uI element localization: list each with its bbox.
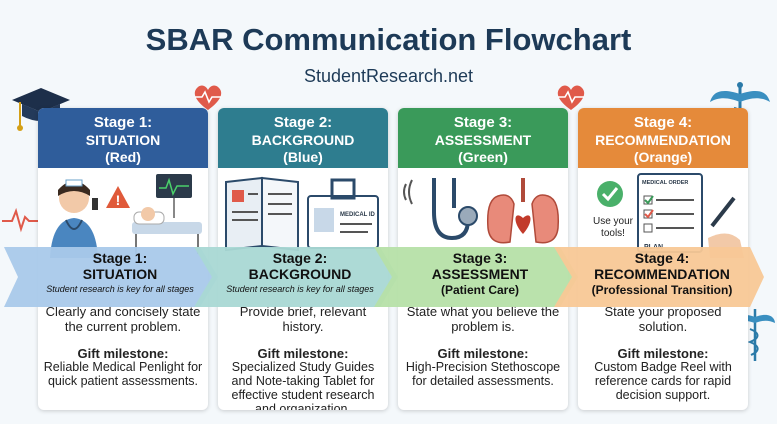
heartbeat-icon <box>194 85 222 110</box>
stage-2-head-line3: (Blue) <box>283 149 323 165</box>
stage-4-gift-label: Gift milestone: <box>617 346 709 361</box>
stage-1-gift-label: Gift milestone: <box>77 346 169 361</box>
medical-order-text: MEDICAL ORDER <box>642 180 689 186</box>
stage-3-head-line2: ASSESSMENT <box>434 132 532 148</box>
stage-3-head-line3: (Green) <box>458 149 508 165</box>
stage-4-description: State your proposed solution. <box>604 304 722 334</box>
ekg-line-icon <box>2 207 42 233</box>
band-2-line2: BACKGROUND <box>248 266 352 282</box>
stage-2-head-line1: Stage 2: <box>273 114 333 131</box>
band-3-line1: Stage 3: <box>452 250 508 266</box>
band-4-text: Stage 4: RECOMMENDATION (Professional Tr… <box>572 250 752 297</box>
page-title: SBAR Communication Flowchart <box>145 22 632 57</box>
page-subtitle: StudentResearch.net <box>303 66 474 86</box>
band-2-line1: Stage 2: <box>272 250 328 266</box>
band-2-text: Stage 2: BACKGROUND Student research is … <box>210 250 390 294</box>
stage-2-head-line2: BACKGROUND <box>251 132 355 148</box>
stage-2-description: Provide brief, relevant history. <box>239 304 367 334</box>
stage-3-head-line1: Stage 3: <box>453 114 513 131</box>
flow-arrow-band <box>4 247 764 307</box>
band-arrow-1 <box>4 247 218 307</box>
study-guide-illustration <box>225 176 379 252</box>
band-3-line2: ASSESSMENT <box>431 266 529 282</box>
use-your-tools-text: Use your tools! <box>592 216 633 239</box>
stage-4-head-line3: (Orange) <box>633 149 693 165</box>
stage-4-head-line1: Stage 4: <box>633 114 693 131</box>
band-arrow-4 <box>554 247 764 307</box>
stage-1-head-line3: (Red) <box>105 149 141 165</box>
band-4-line2: RECOMMENDATION <box>594 266 730 282</box>
band-1-line2: SITUATION <box>82 266 158 282</box>
stage-3-gift-text: High-Precision Stethoscope for detailed … <box>405 360 561 388</box>
stage-3-description: State what you believe the problem is. <box>406 304 560 334</box>
stage-4-header: Stage 4: RECOMMENDATION (Orange) <box>578 108 748 168</box>
band-3-line3: (Patient Care) <box>440 283 520 297</box>
band-arrow-3 <box>374 247 578 307</box>
stage-1-header: Stage 1: SITUATION (Red) <box>38 108 208 168</box>
band-4-line3: (Professional Transition) <box>591 283 733 297</box>
svg-text:!: ! <box>116 192 121 208</box>
band-1-line3: Student research is key for all stages <box>46 284 194 294</box>
stage-2-header: Stage 2: BACKGROUND (Blue) <box>218 108 388 168</box>
stage-1-head-line1: Stage 1: <box>93 114 153 131</box>
medical-id-badge-text: MEDICAL ID <box>340 212 375 218</box>
stage-4-head-line2: RECOMMENDATION <box>595 132 731 148</box>
band-1-text: Stage 1: SITUATION Student research is k… <box>30 250 210 294</box>
band-2-line3: Student research is key for all stages <box>226 284 374 294</box>
heartbeat-icon-right <box>557 85 585 110</box>
band-1-line1: Stage 1: <box>92 250 148 266</box>
medical-order-illustration <box>597 173 744 258</box>
stage-3-header: Stage 3: ASSESSMENT (Green) <box>398 108 568 168</box>
stage-2-gift-text: Specialized Study Guides and Note-taking… <box>231 360 375 410</box>
band-arrow-2 <box>194 247 398 307</box>
stage-1-head-line2: SITUATION <box>85 132 161 148</box>
stage-2-gift-label: Gift milestone: <box>257 346 349 361</box>
stethoscope-lungs-illustration <box>403 178 560 244</box>
stage-1-gift-text: Reliable Medical Penlight for quick pati… <box>43 360 203 388</box>
stage-4-gift-text: Custom Badge Reel with reference cards f… <box>594 360 732 402</box>
band-4-line1: Stage 4: <box>634 250 690 266</box>
stage-1-description: Clearly and concisely state the current … <box>45 304 201 334</box>
band-3-text: Stage 3: ASSESSMENT (Patient Care) <box>390 250 570 297</box>
stage-3-gift-label: Gift milestone: <box>437 346 529 361</box>
